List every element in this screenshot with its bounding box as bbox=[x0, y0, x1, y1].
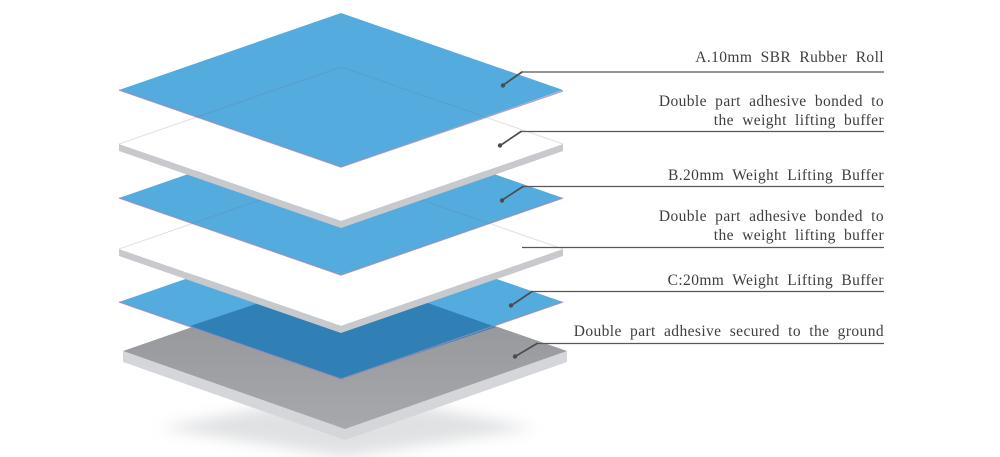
white-slab-1-right-side bbox=[341, 144, 563, 228]
leader-dot-layer-b bbox=[499, 198, 505, 203]
leader-ticks bbox=[500, 71, 538, 357]
white-slab-1-left-side bbox=[119, 144, 341, 228]
layer-b-bottom-edge bbox=[118, 197, 564, 276]
white-slab-2-right-side bbox=[341, 249, 563, 333]
white-slab-2-left-side bbox=[119, 249, 341, 333]
layer-a-bottom-edge bbox=[118, 89, 564, 168]
leader-dot-adhesive-ground bbox=[512, 354, 518, 359]
leader-tick-adhesive-ground bbox=[515, 342, 538, 357]
layer-c-bottom-edge bbox=[118, 301, 564, 380]
leader-tick-layer-b bbox=[502, 185, 524, 201]
leader-tick-layer-c bbox=[511, 290, 533, 306]
leader-dot-layer-c bbox=[508, 303, 514, 308]
leader-tick-adhesive-top bbox=[500, 130, 522, 146]
leader-dots bbox=[497, 83, 518, 359]
leader-lines bbox=[521, 71, 884, 345]
base-slab-right-side bbox=[345, 351, 567, 440]
white-slab-1-ghost-edge bbox=[118, 66, 564, 145]
base-slab-left-side bbox=[123, 351, 345, 440]
leader-tick-layer-a bbox=[503, 71, 523, 86]
leader-dot-adhesive-top bbox=[497, 143, 503, 148]
leader-dot-layer-a bbox=[500, 83, 506, 88]
